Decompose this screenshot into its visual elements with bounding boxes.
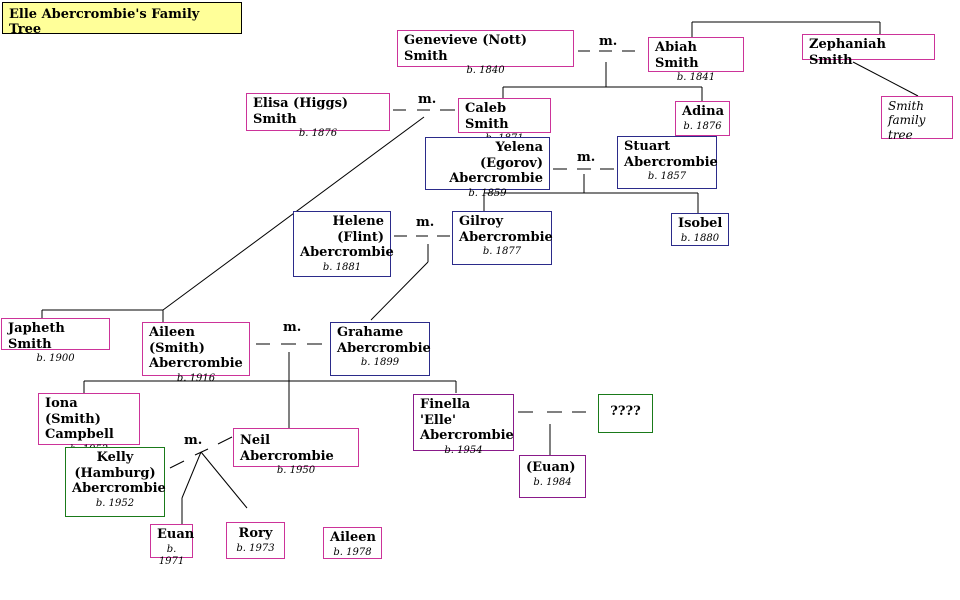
person-genevieve-nott-smith[interactable]: Genevieve (Nott) Smith b. 1840: [397, 30, 574, 76]
person-birth: b. 1950: [276, 465, 316, 477]
person-stuart-abercrombie[interactable]: Stuart Abercrombie b. 1857: [617, 136, 718, 189]
person-name-line2: Abercrombie: [449, 171, 543, 187]
link-smith-family-tree[interactable]: Smith family tree: [881, 96, 953, 142]
person-euan-child[interactable]: (Euan) b. 1984: [519, 455, 586, 498]
person-name-line2: Abercrombie: [337, 340, 431, 356]
person-name-line1: Kelly: [96, 450, 134, 465]
person-name-line1: Helene: [332, 214, 385, 229]
marriage-label: m.: [184, 433, 203, 448]
person-name-line1: Yelena (Egorov): [479, 140, 543, 171]
person-name-line3: Abercrombie: [300, 245, 394, 261]
marriage-label: m.: [416, 215, 435, 230]
person-birth: b. 1952: [95, 497, 135, 509]
person-name-line2: Campbell: [45, 427, 114, 443]
person-name-line1: Aileen (Smith): [149, 325, 205, 356]
person-gilroy-abercrombie[interactable]: Gilroy Abercrombie b. 1877: [452, 211, 553, 265]
person-rory[interactable]: Rory b. 1973: [226, 522, 285, 559]
person-name: Adina: [682, 104, 724, 119]
link-text-line2: family tree: [888, 113, 926, 142]
person-birth: b. 1954: [444, 444, 483, 456]
person-name-line2: Abercrombie: [459, 229, 553, 245]
marriage-label: m.: [418, 92, 437, 107]
person-name-line3: Abercrombie: [72, 481, 166, 497]
link-text-line1: Smith: [888, 99, 924, 113]
person-name: Euan: [157, 527, 195, 542]
person-elisa-higgs-smith[interactable]: Elisa (Higgs) Smith b. 1876: [246, 93, 390, 139]
person-birth: b. 1880: [680, 232, 720, 244]
person-aileen-smith-abercrombie[interactable]: Aileen (Smith) Abercrombie b. 1916: [142, 322, 250, 384]
person-name: ????: [610, 404, 641, 419]
person-birth: b. 1899: [360, 357, 400, 369]
person-name-line2: Abercrombie: [149, 356, 243, 372]
person-name: Zephaniah Smith: [809, 37, 886, 68]
person-name-line1: Iona (Smith): [45, 396, 101, 427]
person-name: Isobel: [678, 216, 723, 231]
marriage-label: m.: [283, 320, 302, 335]
person-grahame-abercrombie[interactable]: Grahame Abercrombie b. 1899: [330, 322, 431, 376]
person-name: Genevieve (Nott) Smith: [404, 33, 528, 64]
person-kelly-hamburg-abercrombie[interactable]: Kelly (Hamburg) Abercrombie b. 1952: [65, 447, 166, 517]
person-name-line1: Finella 'Elle': [420, 397, 471, 428]
person-name-line1: Grahame: [337, 325, 404, 340]
person-iona-smith-campbell[interactable]: Iona (Smith) Campbell b. 1952: [38, 393, 140, 455]
person-aileen[interactable]: Aileen b. 1978: [323, 527, 382, 559]
person-birth: b. 1876: [683, 120, 722, 132]
person-birth: b. 1973: [236, 542, 275, 554]
person-name: Elisa (Higgs) Smith: [253, 96, 349, 127]
person-abiah-smith[interactable]: Abiah Smith b. 1841: [648, 37, 744, 83]
person-name-line1: Stuart: [624, 139, 671, 154]
person-zephaniah-smith[interactable]: Zephaniah Smith: [802, 34, 935, 68]
person-yelena-egorov-abercrombie[interactable]: Yelena (Egorov) Abercrombie b. 1859: [425, 137, 550, 199]
person-name: Neil Abercrombie: [240, 433, 334, 464]
person-finella-elle-abercrombie[interactable]: Finella 'Elle' Abercrombie b. 1954: [413, 394, 514, 456]
marriage-label: m.: [599, 34, 618, 49]
person-birth: b. 1859: [468, 187, 507, 199]
page-title: Elle Abercrombie's Family Tree: [2, 2, 242, 37]
person-name: Japheth Smith: [8, 321, 65, 352]
person-name-line2: Abercrombie: [624, 154, 718, 170]
person-birth: b. 1971: [158, 543, 185, 567]
person-birth: b. 1840: [466, 65, 505, 77]
person-name-line2: Abercrombie: [420, 428, 514, 444]
person-caleb-smith[interactable]: Caleb Smith b. 1871: [458, 98, 551, 144]
person-name: Rory: [238, 526, 273, 541]
person-name: Caleb Smith: [465, 101, 509, 132]
person-name-line2: (Hamburg): [74, 465, 156, 481]
person-neil-abercrombie[interactable]: Neil Abercrombie b. 1950: [233, 428, 359, 476]
person-adina[interactable]: Adina b. 1876: [675, 101, 730, 136]
person-unknown-spouse[interactable]: ????: [598, 394, 653, 433]
person-birth: b. 1900: [36, 353, 75, 365]
marriage-label: m.: [577, 150, 596, 165]
person-japheth-smith[interactable]: Japheth Smith b. 1900: [1, 318, 110, 364]
person-birth: b. 1877: [482, 246, 522, 258]
person-birth: b. 1916: [176, 372, 216, 384]
person-euan[interactable]: Euan b. 1971: [150, 524, 195, 567]
person-name-line2: (Flint): [337, 229, 384, 245]
person-birth: b. 1841: [676, 72, 716, 84]
person-name-line1: Gilroy: [459, 214, 504, 229]
person-birth: b. 1876: [298, 128, 338, 140]
person-birth: b. 1984: [533, 476, 572, 488]
person-birth: b. 1881: [322, 261, 362, 273]
person-helene-flint-abercrombie[interactable]: Helene (Flint) Abercrombie b. 1881: [293, 211, 394, 277]
person-birth: b. 1978: [333, 546, 372, 558]
person-name: Abiah Smith: [655, 40, 699, 71]
person-birth: b. 1857: [647, 171, 687, 183]
person-isobel[interactable]: Isobel b. 1880: [671, 213, 729, 246]
person-name: (Euan): [526, 460, 576, 475]
person-name: Aileen: [330, 530, 376, 545]
